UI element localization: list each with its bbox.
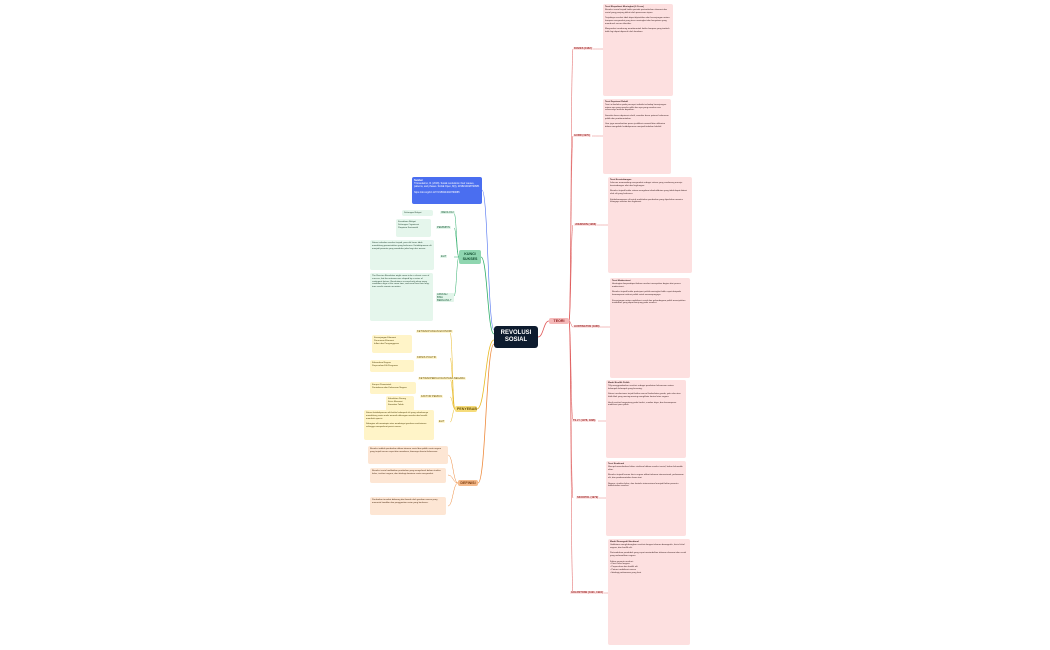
teori-title: Teori Struktural [608,463,625,465]
penyebab-card-pemicu[interactable]: Kekalahan Perang Krisis Ekonomi Kematian… [386,396,414,411]
kunci-card-ideologi[interactable]: Dukungan Rakyat [402,210,433,216]
teori-card-davies[interactable]: Teori Ekspektasi Meningkat (J-Curve)Revo… [603,4,673,96]
connector [568,320,574,499]
kunci-label-apakah-bisa-berhasil[interactable]: APAKAH BISA BERHASIL? [436,293,454,302]
connector [568,320,574,422]
source-text: Tirtosudarmo, R. (2018). Sosial revoluti… [414,182,480,194]
teori-title: Teori Keseimbangan [610,179,632,181]
connector [453,256,460,297]
teori-label-davies[interactable]: DAVIES (1962) [573,47,593,50]
penyebab-label-pemicu[interactable]: FAKTOR PEMICU [420,395,444,398]
teori-label-tilly[interactable]: TILLY (1978, 1996) [572,419,597,422]
connector [447,474,459,484]
kunci-card-apakah[interactable]: The Russian Revolution might seem to be … [370,273,433,321]
teori-text: Johnson memandang masyarakat sebagai sis… [610,181,687,204]
teori-text: Teori ini berfokus pada persepsi individ… [605,103,669,129]
teori-title: Model Demografi-Struktural [610,541,639,543]
teori-title: Teori Modernisasi [612,280,631,282]
kunci-card-elit[interactable]: Situasi sebelum revolusi terjadi, para e… [370,240,434,270]
penyebab-label-ketidakpercayaan[interactable]: KETIDAKPERCAYAAN PADA NEGARA [418,377,466,380]
kunci-label-ideologi[interactable]: IDEOLOGI [440,211,455,214]
branch-penyebab[interactable]: PENYEBAB [455,406,477,412]
source-label: Sumber [414,179,423,182]
teori-text: Skocpol menekankan faktor struktural dal… [608,465,684,488]
teori-text: Huntington berpendapat bahwa revolusi me… [612,282,686,305]
teori-title: Model Konflik Politik [608,382,630,384]
teori-label-gurr[interactable]: GURR (1970) [573,134,591,137]
connector [481,189,495,331]
teori-label-goldstone[interactable]: GOLDSTONE (1991, 1994) [570,591,604,594]
definisi-card-3[interactable]: Perubahan tersebut didorong dari bawah o… [370,497,446,515]
connector [453,227,460,258]
connector [537,320,550,338]
central-topic[interactable]: REVOLUSI SOSIAL [494,326,538,348]
teori-label-huntington[interactable]: HUNTINGTON (1968) [573,325,601,328]
connector [447,454,459,484]
kunci-card-pemimpin[interactable]: Kesediaan Rakyat Dukungan Organisasi Pim… [396,219,431,237]
connector [568,320,574,594]
teori-title: Teori Deprivasi Relatif [605,101,628,103]
penyebab-card-ketidakpercayaan[interactable]: Korupsi Pemerintah Penindasan dan Kekera… [370,382,416,394]
teori-label-skocpol[interactable]: SKOCPOL (1979) [576,496,599,499]
definisi-card-2[interactable]: Revolusi sosial melibatkan perubahan yan… [370,468,446,483]
teori-text: Goldstone menghubungkan revolusi dengan … [610,543,687,574]
connector [449,408,456,423]
penyebab-card-elit[interactable]: Situasi ketidakpuasan elit ketika kelomp… [364,410,434,440]
penyebab-label-politik[interactable]: KRISIS POLITIK [416,356,438,359]
definisi-card-1[interactable]: Revolusi adalah perubahan dalam tatanan … [368,446,448,464]
connector [453,212,460,258]
connector [447,482,459,507]
branch-kunci-sukses[interactable]: KUNCI SUKSES [459,250,481,264]
connector [476,339,495,410]
branch-definisi[interactable]: DEFINISI [458,480,478,486]
teori-title: Teori Ekspektasi Meningkat (J-Curve) [605,6,644,8]
teori-label-johnson[interactable]: JOHNSON (1966) [574,223,598,226]
connector [568,135,574,322]
teori-text: Tilly menggambarkan revolusi sebagai per… [608,384,681,407]
connector [449,396,456,410]
connector [480,256,495,335]
connector [477,343,495,484]
connector [568,224,574,322]
kunci-label-elit[interactable]: ELIT [440,255,448,258]
teori-text: Revolusi sosial terjadi ketika periode p… [605,8,670,34]
penyebab-card-ekonomi[interactable]: Kesenjangan Ekonomi Penurunan Ekonomi In… [372,335,412,353]
connector [449,357,456,410]
penyebab-label-elit[interactable]: ELIT [438,420,446,423]
connector [568,320,574,328]
penyebab-card-politik[interactable]: Kelemahan Negara Perpecahan Elit Penguas… [370,360,414,372]
branch-teori[interactable]: TEORI [549,318,569,324]
kunci-label-pemimpin[interactable]: PEMIMPIN [436,226,451,229]
penyebab-label-ekonomi[interactable]: KETIDAKPUASAN EKONOMI [416,330,453,333]
